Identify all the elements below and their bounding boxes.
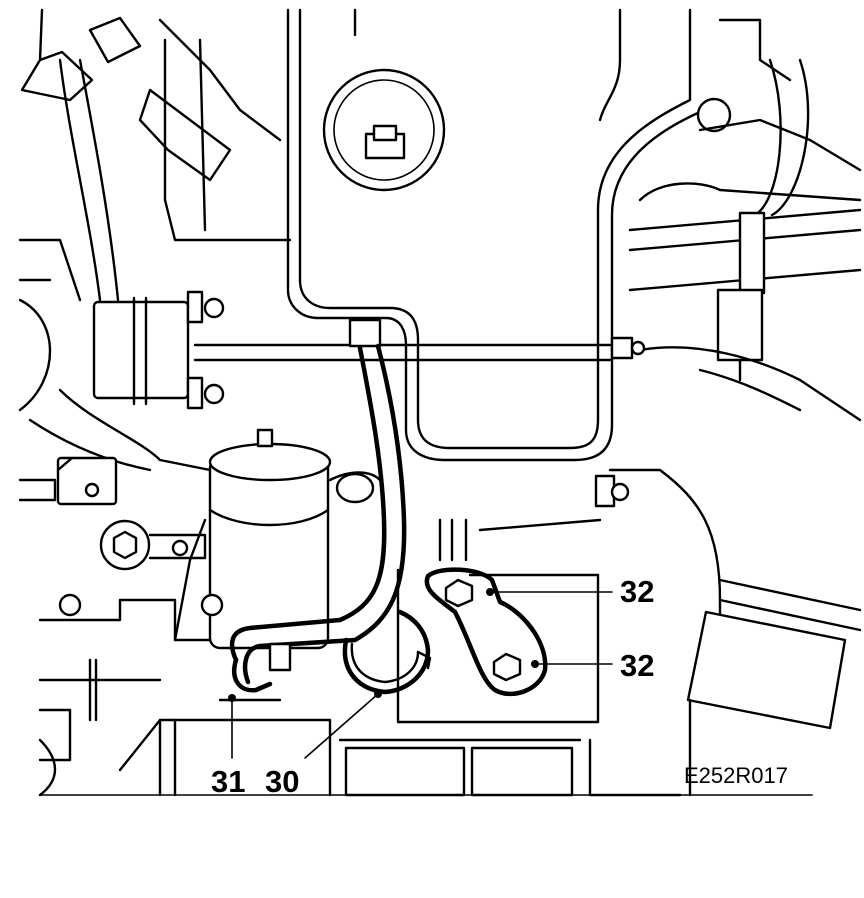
hose-clamp: [342, 609, 432, 695]
left-engine-assembly: [18, 8, 292, 502]
lower-center-structure: [338, 518, 682, 797]
leader-32b-dot: [531, 660, 539, 668]
leader-30: [304, 693, 379, 759]
callout-30: 30: [265, 764, 299, 799]
oil-pipes: [229, 318, 407, 693]
filter-canister: [173, 428, 382, 650]
leader-32a-dot: [486, 588, 494, 596]
left-bolt-bracket: [56, 456, 207, 571]
leader-30-dot: [374, 690, 382, 698]
right-engine-assembly: [594, 18, 862, 797]
bolt-bracket-32: [424, 567, 548, 697]
callout-31: 31: [211, 764, 245, 799]
mounting-bracket: [92, 290, 612, 410]
callout-32-upper: 32: [620, 574, 654, 609]
leader-lines: [228, 588, 613, 759]
callout-32-lower: 32: [620, 648, 654, 683]
leader-31-dot: [228, 694, 236, 702]
lower-left-structure: [38, 593, 332, 797]
center-housing: [286, 8, 732, 462]
figure-reference-code: E252R017: [684, 763, 788, 788]
